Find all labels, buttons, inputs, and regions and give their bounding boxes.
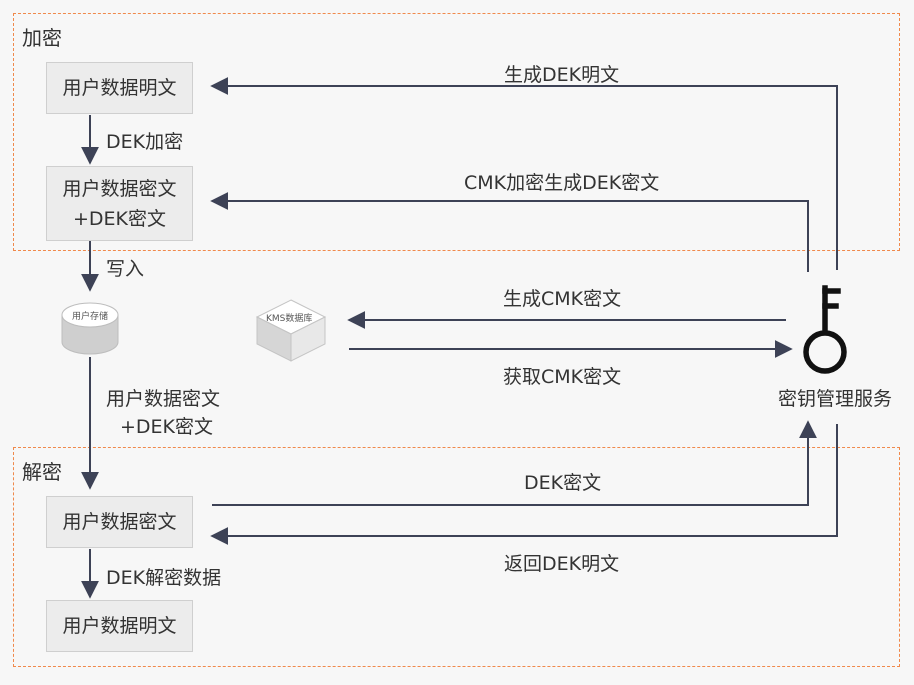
gen-cmk-cipher-label: 生成CMK密文 <box>503 288 622 310</box>
key-icon <box>803 285 847 374</box>
plaintext-bottom-label: 用户数据明文 <box>62 615 177 637</box>
get-cmk-cipher-label: 获取CMK密文 <box>503 366 622 388</box>
read-label-line2: +DEK密文 <box>120 416 214 438</box>
decrypt-region <box>13 447 900 667</box>
write-label: 写入 <box>106 258 145 280</box>
user-storage-label: 用户存储 <box>72 312 109 322</box>
dek-decrypt-data-label: DEK解密数据 <box>106 567 222 589</box>
ciphertext-bottom-label: 用户数据密文 <box>62 511 177 533</box>
ciphertext-top-box: 用户数据密文 +DEK密文 <box>46 166 193 241</box>
dek-cipher-label: DEK密文 <box>524 472 602 494</box>
user-storage-icon <box>61 302 119 355</box>
ciphertext-bottom-box: 用户数据密文 <box>46 496 193 548</box>
read-label-line1: 用户数据密文 <box>106 388 221 410</box>
arrow-gen-dek-plain <box>210 77 838 270</box>
plaintext-top-box: 用户数据明文 <box>46 62 193 114</box>
encrypt-region-label: 加密 <box>22 26 62 50</box>
arrow-return-dek-plain <box>210 424 838 545</box>
plaintext-top-label: 用户数据明文 <box>62 77 177 99</box>
gen-dek-plain-label: 生成DEK明文 <box>504 64 620 86</box>
ciphertext-top-line2: +DEK密文 <box>72 207 166 230</box>
ciphertext-top-line1: 用户数据密文 <box>62 177 177 200</box>
plaintext-bottom-box: 用户数据明文 <box>46 600 193 652</box>
kms-service-label: 密钥管理服务 <box>778 388 893 410</box>
decrypt-region-label: 解密 <box>22 460 62 484</box>
kms-db-icon <box>255 299 327 362</box>
return-dek-plain-label: 返回DEK明文 <box>504 553 620 575</box>
dek-encrypt-label: DEK加密 <box>106 131 184 153</box>
arrow-cmk-gen-dek-cipher <box>210 192 809 272</box>
encrypt-region <box>13 13 900 251</box>
kms-db-label: KMS数据库 <box>266 314 313 324</box>
cmk-gen-dek-cipher-label: CMK加密生成DEK密文 <box>464 172 660 194</box>
arrow-dek-cipher <box>212 420 817 506</box>
